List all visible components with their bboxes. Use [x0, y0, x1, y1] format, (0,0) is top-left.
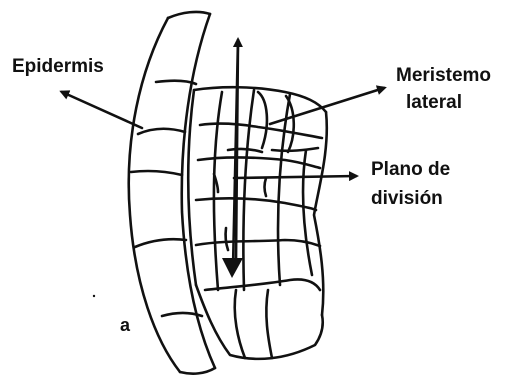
meristemo-label-line2: lateral	[406, 92, 462, 114]
meristem-cell-4	[228, 149, 262, 152]
cell-row-2	[198, 157, 320, 168]
cell-column-6	[266, 290, 272, 358]
epidermis-arrow	[62, 92, 142, 128]
cell-grid-top-wall	[194, 87, 326, 112]
epidermis-cell-wall-5	[162, 313, 202, 316]
plano-label-line2: división	[371, 188, 443, 210]
cell-row-5	[205, 279, 320, 290]
cell-grid-left-wall	[188, 90, 196, 285]
cell-column-5	[235, 290, 245, 358]
cell-column-4	[303, 150, 312, 275]
speck-mark	[93, 295, 95, 297]
plano-label-line1: Plano de	[371, 159, 450, 181]
plano-arrow	[234, 176, 356, 178]
stray-letter-label: a	[120, 314, 130, 336]
cell-grid-bottom-wall	[196, 285, 323, 359]
division-axis-arrowhead-bottom	[222, 258, 243, 278]
epidermis-cell-wall-4	[135, 239, 186, 247]
cell-column-2	[243, 90, 254, 290]
epidermis-outer-wall	[129, 18, 180, 372]
epidermis-label: Epidermis	[12, 56, 104, 78]
cell-mark-3	[226, 228, 228, 250]
cell-mark-2	[265, 178, 267, 196]
epidermis-bottom-wall	[180, 368, 215, 374]
meristemo-label-line1: Meristemo	[396, 65, 491, 87]
cell-column-3	[278, 94, 290, 285]
epidermis-cell-wall-3	[131, 171, 182, 175]
meristem-cell-3	[272, 148, 318, 151]
epidermis-cell-wall-1	[156, 81, 196, 84]
epidermis-cell-wall-2	[138, 129, 185, 134]
epidermis-top-wall	[168, 12, 210, 18]
meristem-cell-1	[258, 92, 267, 148]
